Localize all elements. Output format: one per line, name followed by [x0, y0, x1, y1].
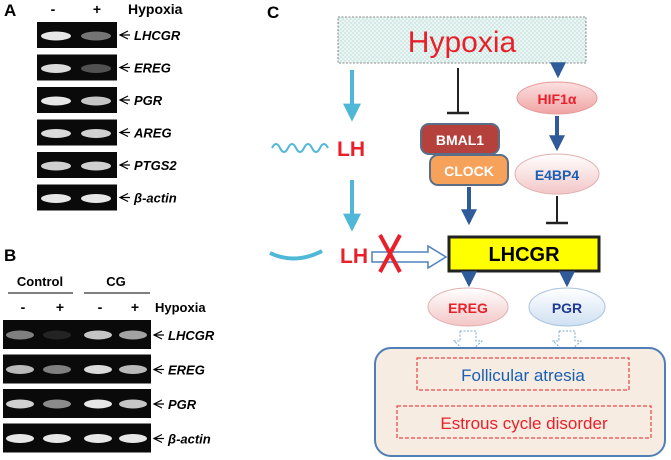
- panel-b-ereg-pointer-arrow: [152, 364, 164, 375]
- panel-a-ereg-gene-label: EREG: [134, 61, 171, 76]
- panel-a-actin-control-band: [41, 194, 71, 203]
- panel-b-ereg-lane2-band: [43, 365, 71, 374]
- ereg-label: EREG: [448, 300, 488, 316]
- panel-a-lhcgr-hypoxia-band: [81, 31, 111, 41]
- panel-b-letter: B: [4, 246, 16, 265]
- panel-a-ptgs2-pointer-arrow: [118, 160, 130, 170]
- panel-b-ereg-gene-label: EREG: [168, 363, 205, 378]
- panel-b-pgr-lane4-band: [119, 399, 147, 409]
- panel-a-plus-label: +: [93, 1, 101, 17]
- hif1a-label: HIF1α: [538, 91, 577, 107]
- panel-b-actin-pointer-arrow: [152, 433, 164, 444]
- panel-a-pgr-gene-label: PGR: [134, 93, 163, 108]
- outcome-box: [374, 347, 666, 457]
- lane3-minus-label: -: [98, 299, 103, 315]
- panel-a-lhcgr-pointer-arrow: [118, 30, 130, 40]
- panel-b-pgr-lane2-band: [43, 399, 71, 409]
- lh-top-label: LH: [337, 138, 365, 161]
- hypoxia-title: Hypoxia: [408, 26, 517, 59]
- lane2-plus-label: +: [56, 299, 64, 315]
- panel-b-lhcgr-lane3-band: [84, 330, 112, 340]
- hypoxia-box: [337, 16, 587, 64]
- lh-smooth-line: [269, 249, 323, 261]
- lane1-minus-label: -: [21, 299, 26, 315]
- panel-a-ereg-hypoxia-band: [81, 64, 111, 73]
- panel-a-actin-gene-label: β-actin: [133, 191, 177, 206]
- panel-b: B Control CG - + - + Hypoxia LHCGR EREG PG…: [3, 246, 215, 453]
- panel-b-pgr-pointer-arrow: [152, 399, 164, 409]
- outcome1-frame: [416, 357, 630, 391]
- panel-a: A - + Hypoxia LHCGR EREG PGR AREG PTGS2 β-act…: [4, 1, 183, 211]
- panel-a-gel-strips: LHCGR EREG PGR AREG PTGS2 β-actin: [37, 22, 181, 211]
- panel-a-condition-label: Hypoxia: [128, 1, 183, 17]
- hif1a-ellipse: [516, 81, 598, 115]
- panel-b-lhcgr-gene-label: LHCGR: [168, 328, 215, 343]
- panel-b-actin-lane4-band: [119, 434, 147, 443]
- ereg-ellipse: [427, 287, 509, 327]
- panel-b-ereg-lane3-band: [84, 365, 112, 374]
- panel-a-minus-label: -: [51, 1, 56, 17]
- clock-box: [429, 154, 509, 186]
- ereg-outcome-arrow: [452, 330, 484, 355]
- panel-a-lhcgr-control-band: [41, 31, 71, 41]
- panel-b-ereg-lane1-band: [6, 365, 34, 374]
- bmal1-label: BMAL1: [436, 132, 484, 148]
- panel-c-letter: C: [267, 3, 279, 22]
- panel-b-actin-lane1-band: [6, 434, 34, 443]
- panel-a-pgr-control-band: [41, 96, 71, 106]
- outcome2-label: Estrous cycle disorder: [440, 414, 608, 433]
- panel-b-actin-lane2-band: [43, 434, 71, 443]
- lh-wavy-line: [271, 143, 329, 153]
- panel-b-ereg-lane4-band: [119, 365, 147, 374]
- panel-b-pgr-lane3-band: [84, 399, 112, 409]
- panel-b-lhcgr-lane2-band: [43, 330, 71, 340]
- pgr-outcome-arrow: [551, 330, 583, 355]
- panel-b-group2-label: CG: [106, 274, 126, 289]
- panel-b-actin-lane3-band: [84, 434, 112, 443]
- e4bp4-ellipse: [514, 153, 600, 195]
- panel-a-actin-pointer-arrow: [118, 192, 130, 203]
- panel-b-condition-label: Hypoxia: [155, 300, 206, 315]
- panel-a-pgr-pointer-arrow: [118, 95, 130, 105]
- lhcgr-label: LHCGR: [488, 244, 560, 266]
- lh-bottom-label: LH: [340, 245, 368, 268]
- panel-a-areg-pointer-arrow: [118, 127, 130, 138]
- blocked-x-mark: [378, 234, 402, 273]
- panel-b-actin-gene-label: β-actin: [167, 432, 211, 447]
- panel-a-actin-hypoxia-band: [81, 194, 111, 203]
- pgr-label: PGR: [552, 300, 582, 316]
- panel-b-lhcgr-lane4-band: [119, 330, 147, 340]
- pgr-ellipse: [528, 287, 606, 327]
- panel-a-ptgs2-gene-label: PTGS2: [134, 158, 177, 173]
- panel-a-pgr-hypoxia-band: [81, 96, 111, 106]
- panel-b-lhcgr-lane1-band: [6, 330, 34, 340]
- panel-b-pgr-gene-label: PGR: [168, 397, 197, 412]
- panel-b-pgr-lane1-band: [6, 399, 34, 409]
- panel-a-areg-control-band: [41, 129, 71, 138]
- panel-a-ereg-control-band: [41, 64, 71, 73]
- lh-binding-arrow: [371, 244, 448, 270]
- lane4-plus-label: +: [131, 299, 139, 315]
- panel-b-lhcgr-pointer-arrow: [152, 330, 164, 340]
- panel-b-gel-strips: LHCGR EREG PGR β-actin: [3, 320, 215, 453]
- panel-a-ptgs2-hypoxia-band: [81, 161, 111, 171]
- panel-a-areg-gene-label: AREG: [133, 126, 172, 141]
- panel-a-letter: A: [4, 1, 16, 20]
- panel-a-ptgs2-control-band: [41, 161, 71, 171]
- panel-a-lhcgr-gene-label: LHCGR: [134, 28, 181, 43]
- outcome2-frame: [396, 405, 652, 439]
- panel-c: C Hypoxia LH LH BMAL1 CLOCK HIF1α: [267, 3, 666, 457]
- panel-b-group1-label: Control: [17, 274, 63, 289]
- panel-a-areg-hypoxia-band: [81, 129, 111, 138]
- e4bp4-label: E4BP4: [535, 167, 580, 183]
- lhcgr-box: [447, 235, 601, 273]
- panel-a-ereg-pointer-arrow: [118, 62, 130, 73]
- outcome1-label: Follicular atresia: [461, 366, 585, 385]
- clock-label: CLOCK: [444, 163, 494, 179]
